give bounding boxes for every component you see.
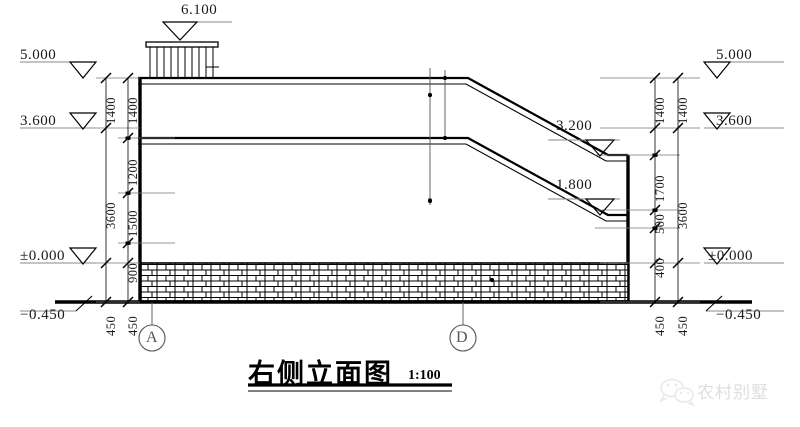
dim-right-inner-400: 400 — [653, 257, 667, 278]
grid-bubble-d — [449, 324, 477, 352]
elev-symbol-3600-right — [702, 112, 784, 130]
dim-right-outer-450: 450 — [676, 315, 690, 336]
elev-symbol-1800 — [548, 198, 620, 216]
brick-plinth — [140, 262, 629, 302]
right-dimension-chains — [595, 72, 700, 308]
centre-line-node — [427, 198, 433, 204]
title-underline — [248, 383, 452, 392]
building-outline — [138, 76, 630, 302]
dim-right-outer-3600: 3600 — [676, 202, 690, 229]
elevation-label-0000-right: ±0.000 — [708, 248, 753, 264]
elev-symbol-3200 — [548, 139, 620, 157]
dim-left-outer-1400: 1400 — [104, 97, 118, 124]
elev-symbol-5000-right — [702, 61, 784, 79]
grid-bubble-a — [138, 324, 166, 352]
elevation-label-0450-right: −0.450 — [716, 307, 762, 323]
centre-line-node — [427, 92, 433, 98]
elev-symbol-6100 — [161, 21, 232, 41]
watermark-label: 农村别墅 — [697, 383, 769, 403]
elev-symbol-5000-left — [20, 61, 98, 79]
elev-symbol-0000-left — [20, 247, 98, 265]
watermark: 农村别墅 — [697, 378, 769, 403]
dim-right-inner-450: 450 — [653, 315, 667, 336]
dim-left-inner-1200: 1200 — [126, 159, 140, 186]
intermediate-floor-slab — [138, 136, 628, 222]
centre-line-node — [442, 75, 448, 81]
dim-right-inner-1700: 1700 — [653, 175, 667, 202]
dim-left-inner-450: 450 — [126, 315, 140, 336]
dim-left-inner-900: 900 — [126, 262, 140, 283]
elevation-label-1800: 1.800 — [556, 177, 593, 193]
drawing-title: 右侧立面图 — [248, 359, 393, 390]
elev-symbol-0450-right — [705, 295, 784, 312]
elev-symbol-3600-left — [20, 112, 98, 130]
dim-right-inner-500: 500 — [653, 213, 667, 234]
elevation-label-0000-left: ±0.000 — [20, 248, 65, 264]
grid-bubbles — [138, 302, 477, 352]
left-dimension-chains — [96, 72, 175, 308]
wechat-icon — [659, 378, 695, 407]
dim-left-inner-1400: 1400 — [126, 97, 140, 124]
elevation-label-6100: 6.100 — [181, 2, 218, 18]
elevation-label-0450-left: −0.450 — [20, 307, 66, 323]
upper-roof-slab — [138, 76, 628, 162]
dim-left-outer-450: 450 — [104, 315, 118, 336]
dim-left-outer-3600: 3600 — [104, 202, 118, 229]
plinth-node — [489, 277, 495, 283]
elevation-label-3600-left: 3.600 — [20, 113, 57, 129]
grid-letter-d: D — [456, 329, 468, 346]
elevation-label-3600-right: 3.600 — [716, 113, 753, 129]
elevation-label-5000-right: 5.000 — [716, 47, 753, 63]
grid-letter-a: A — [146, 329, 158, 346]
dim-right-outer-1400: 1400 — [676, 97, 690, 124]
dim-right-inner-1400: 1400 — [653, 97, 667, 124]
elev-symbol-0450-left — [20, 295, 93, 312]
elevation-label-3200: 3.200 — [556, 118, 593, 134]
elevation-label-5000-left: 5.000 — [20, 47, 57, 63]
dim-left-inner-1500: 1500 — [126, 210, 140, 237]
internal-centre-lines — [428, 68, 446, 205]
elev-symbol-0000-right — [702, 247, 784, 265]
roof-railing — [145, 41, 219, 78]
centre-line-node — [442, 135, 448, 141]
elevation-symbols — [20, 21, 784, 312]
drawing-scale: 1:100 — [408, 368, 441, 383]
